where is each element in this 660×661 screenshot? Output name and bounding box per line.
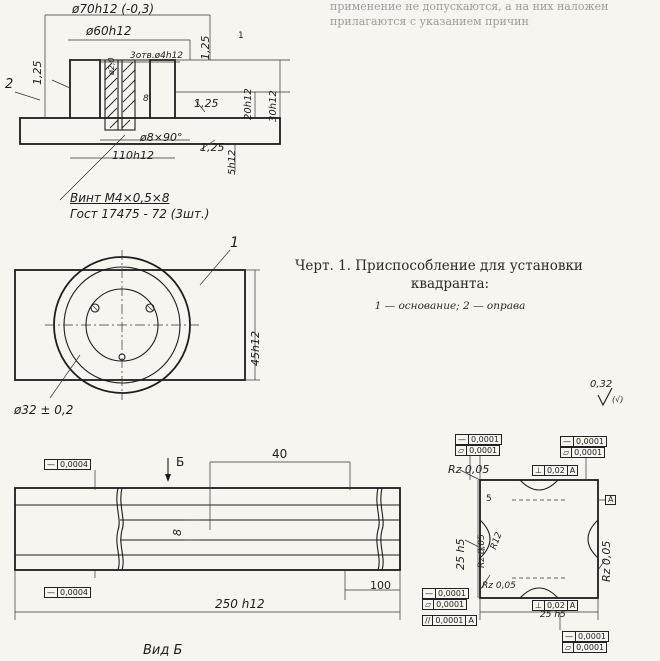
fixture-plan-view — [14, 249, 260, 400]
dim-8: 8 — [143, 94, 149, 104]
tol-top-right-2: ▱ 0,0001 — [560, 447, 606, 458]
dim-d32: ø32 ± 0,2 — [14, 403, 74, 417]
tol-flat-top: — 0,0004 — [44, 459, 91, 470]
fixture-section-view — [14, 14, 290, 201]
mandrel-left — [69, 59, 101, 118]
dim-h5: 5h12 — [227, 149, 238, 175]
tol-bottom-left-2: ▱ 0,0001 — [422, 599, 468, 610]
dim-40: 40 — [272, 447, 288, 461]
dim-slot-8: 8 — [171, 529, 184, 536]
roughness-mark — [597, 387, 613, 407]
caption-title: Черт. 1. Приспособление для установки — [295, 258, 583, 274]
tol-parallel: // 0,0001 A — [422, 615, 477, 626]
shaft-section-view — [459, 455, 606, 630]
dim-d70: ø70h12 (-0,3) — [72, 2, 155, 16]
dim-w110: 110h12 — [112, 149, 154, 162]
header-fragment: применение не допускаются, а на них нало… — [330, 0, 608, 28]
screw-note-line-2: Гост 17475 - 72 (3шт.) — [70, 207, 210, 221]
view-label: Вид Б — [143, 643, 183, 658]
tol-top-left-1: — 0,0001 — [455, 434, 502, 445]
rz-top: Rz 0,05 — [448, 463, 490, 476]
header-line-1: применение не допускаются, а на них нало… — [330, 0, 609, 13]
dim-h30: 30h12 — [268, 90, 279, 122]
datum-a: A — [605, 495, 617, 505]
tol-bottom-right-1: — 0,0001 — [562, 631, 609, 642]
dim-d60: ø60h12 — [86, 24, 132, 38]
roughness-value: 0,32 — [590, 379, 613, 390]
dim-w25: 25 h5 — [540, 610, 566, 620]
dim-r125-top: 1,25 — [199, 35, 212, 61]
tol-bottom-left-1: — 0,0001 — [422, 588, 469, 599]
caption-legend: 1 — основание; 2 — оправа — [374, 300, 526, 312]
header-line-2: прилагаются с указанием причин — [330, 15, 529, 28]
dim-5: 5 — [486, 494, 492, 504]
tol-bottom-right-2: ▱ 0,0001 — [562, 642, 608, 653]
dim-100: 100 — [370, 579, 391, 592]
dim-250: 250 h12 — [215, 597, 265, 611]
part-number-2: 2 — [5, 77, 14, 92]
shaft-view — [14, 458, 401, 620]
dim-r125-bottom: 1,25 — [200, 141, 225, 154]
dim-thread: 3отв.ø4h12 — [130, 51, 184, 61]
dim-chamfer: ø8×90° — [140, 131, 183, 144]
view-arrow-label: Б — [176, 455, 185, 469]
tol-perp-bottom: ⊥ 0,02 A — [532, 600, 579, 611]
roughness-mark-text: (√) — [612, 395, 624, 404]
screw-note-line-1: Винт М4×0,5×8 — [70, 191, 170, 205]
dim-r125-mid: 1,25 — [194, 97, 219, 110]
dim-h25: 25 h5 — [454, 538, 467, 570]
mandrel-right — [149, 59, 176, 118]
tol-top-right-1: — 0,0001 — [560, 436, 607, 447]
tol-flat-bottom: — 0,0004 — [44, 587, 91, 598]
dim-r125-left: 1,25 — [31, 60, 44, 86]
rz-mid: Rz 0,05 — [477, 534, 487, 568]
dim-h45: 45h12 — [249, 331, 262, 366]
rz-right: Rz 0,05 — [600, 540, 613, 582]
tol-top-left-2: ▱ 0,0001 — [455, 445, 501, 456]
screw-hatching — [104, 59, 136, 131]
tol-perp-top: ⊥ 0,02 A — [532, 465, 579, 476]
mark-1-top: 1 — [238, 31, 244, 41]
caption-title-2: квадранта: — [410, 276, 490, 292]
dim-h20: 20h12 — [243, 88, 254, 120]
dim-d020: ø2,0 — [107, 57, 116, 75]
rz-bottom: Rz 0,05 — [482, 581, 516, 591]
part-number-1: 1 — [230, 235, 239, 251]
